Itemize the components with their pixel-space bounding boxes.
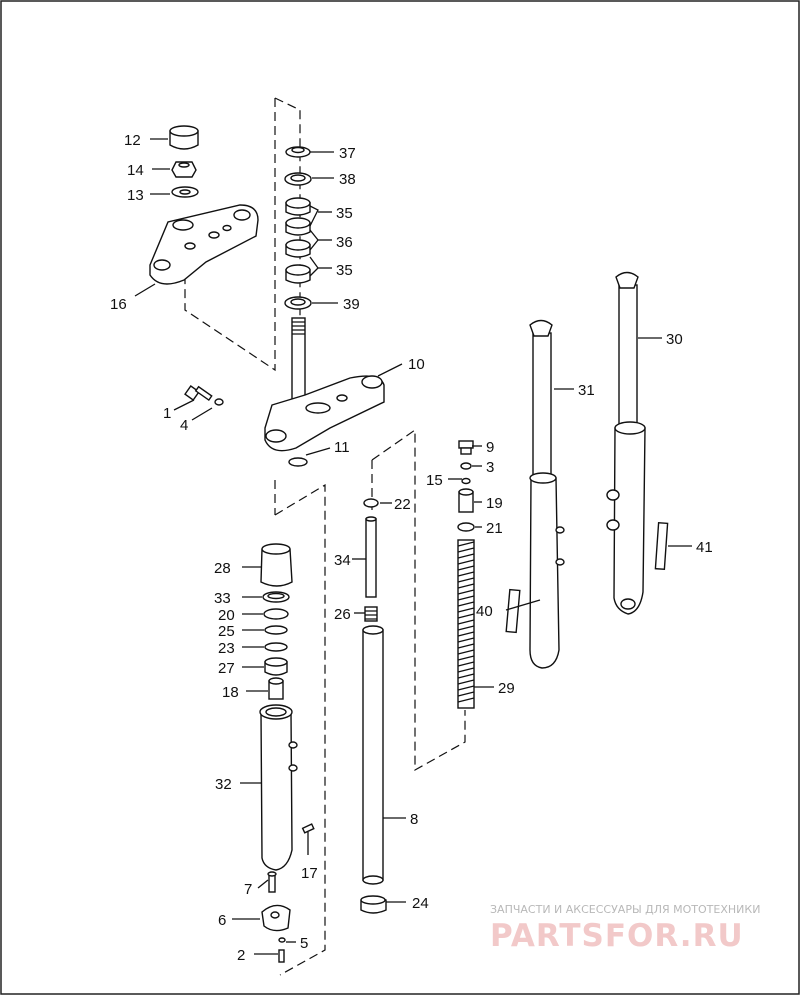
label-29: 29 <box>498 680 515 697</box>
part-26-rebound-spring <box>364 606 378 622</box>
label-28: 28 <box>214 560 231 577</box>
label-39: 39 <box>343 296 360 313</box>
part-10-lower-bracket <box>264 317 385 452</box>
watermark: ЗАПЧАСТИ И АКСЕССУАРЫ ДЛЯ МОТОТЕХНИКИ PA… <box>490 903 760 954</box>
label-2: 2 <box>237 947 245 964</box>
label-22: 22 <box>394 496 411 513</box>
part-34-damper-rod <box>365 516 377 598</box>
part-39-seal <box>284 296 312 310</box>
part-19-spacer <box>458 488 474 513</box>
label-32: 32 <box>215 776 232 793</box>
part-labels: 12 14 13 16 37 38 35 36 35 39 10 1 4 11 … <box>110 132 713 964</box>
label-41: 41 <box>696 539 713 556</box>
label-23: 23 <box>218 640 235 657</box>
label-16: 16 <box>110 296 127 313</box>
part-2-screw <box>278 949 285 963</box>
part-28-dust-boot <box>260 543 293 587</box>
part-30-fork-assembly <box>606 271 646 615</box>
part-29-fork-spring <box>457 539 475 709</box>
label-31: 31 <box>578 382 595 399</box>
label-4: 4 <box>180 417 188 434</box>
label-7: 7 <box>244 881 252 898</box>
label-37: 37 <box>339 145 356 162</box>
label-1: 1 <box>163 405 171 422</box>
part-40-reflector <box>505 588 521 634</box>
part-1-bolt <box>184 385 213 402</box>
part-6-axle-holder <box>261 904 291 932</box>
label-9: 9 <box>486 439 494 456</box>
part-5-washer <box>278 937 286 943</box>
part-25-clip <box>264 625 288 635</box>
label-11: 11 <box>334 439 350 456</box>
label-18: 18 <box>222 684 239 701</box>
part-16-upper-bracket <box>149 204 259 285</box>
part-20-washer <box>263 608 289 620</box>
part-41-reflector <box>654 522 669 571</box>
label-27: 27 <box>218 660 235 677</box>
part-38-bearing-race <box>284 172 312 186</box>
watermark-brand: PARTSFOR.RU <box>490 918 744 954</box>
label-26: 26 <box>334 606 351 623</box>
part-4-washer <box>214 398 224 406</box>
label-21: 21 <box>486 520 503 537</box>
part-35-bearing-lower <box>285 264 311 284</box>
part-24-lock <box>360 895 387 914</box>
part-23-ring <box>264 642 288 652</box>
part-12-cap <box>169 125 199 150</box>
part-22-ring <box>363 498 379 508</box>
label-17: 17 <box>301 865 318 882</box>
label-15: 15 <box>426 472 443 489</box>
part-37-dust-seal <box>285 146 311 158</box>
label-5: 5 <box>300 935 308 952</box>
label-10: 10 <box>408 356 425 373</box>
part-31-fork-assembly <box>529 319 565 669</box>
label-12: 12 <box>124 132 141 149</box>
part-27-bushing <box>264 657 288 676</box>
part-32-slider <box>259 704 298 871</box>
part-9-cap-bolt <box>458 440 474 455</box>
label-34: 34 <box>334 552 351 569</box>
label-35-lower: 35 <box>336 262 353 279</box>
label-14: 14 <box>127 162 144 179</box>
part-13-washer <box>171 186 199 198</box>
label-33: 33 <box>214 590 231 607</box>
label-13: 13 <box>127 187 144 204</box>
label-36: 36 <box>336 234 353 251</box>
label-6: 6 <box>218 912 226 929</box>
part-17-drain-screw <box>301 823 315 834</box>
part-33-oil-seal <box>262 591 290 603</box>
label-24: 24 <box>412 895 429 912</box>
part-15-washer <box>461 477 471 485</box>
part-21-ring <box>457 522 475 532</box>
label-19: 19 <box>486 495 503 512</box>
label-20: 20 <box>218 607 235 624</box>
label-30: 30 <box>666 331 683 348</box>
label-25: 25 <box>218 623 235 640</box>
part-11-snap-ring <box>288 457 308 467</box>
label-40: 40 <box>476 603 493 620</box>
label-38: 38 <box>339 171 356 188</box>
label-8: 8 <box>410 811 418 828</box>
label-3: 3 <box>486 459 494 476</box>
label-35-upper: 35 <box>336 205 353 222</box>
part-18-stopper <box>268 677 284 700</box>
part-36-bearing-cup <box>285 217 311 258</box>
part-14-nut <box>171 161 197 178</box>
part-3-o-ring <box>460 462 472 470</box>
watermark-caption: ЗАПЧАСТИ И АКСЕССУАРЫ ДЛЯ МОТОТЕХНИКИ <box>490 903 760 916</box>
leader-lines <box>134 138 692 955</box>
part-35-bearing-upper <box>285 197 311 216</box>
part-8-inner-tube <box>362 625 384 885</box>
assembly-guide-lines <box>184 97 466 976</box>
part-7-bolt <box>267 871 277 893</box>
